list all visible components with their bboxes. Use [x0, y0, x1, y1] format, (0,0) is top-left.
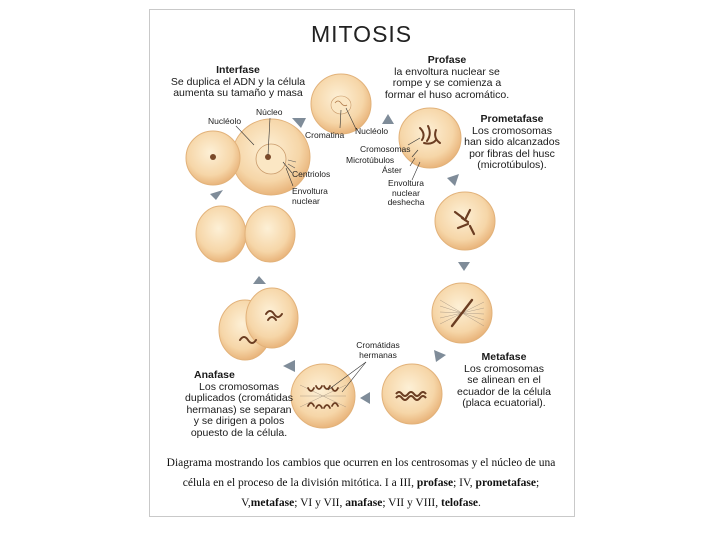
cell-interfase-early — [185, 130, 241, 186]
label-envoltura-nuclear: Envoltura nuclear — [292, 186, 328, 206]
label-nucleo: Núcleo — [256, 107, 283, 117]
phase-metafase-desc-2: se alinean en el — [467, 374, 541, 386]
arrow-2 — [382, 114, 394, 124]
caption-line-2: célula en el proceso de la división mitó… — [153, 473, 569, 493]
arrow-3 — [447, 174, 459, 186]
cell-telofase — [195, 205, 296, 263]
caption-term-telofase: telofase — [440, 497, 479, 509]
label-envoltura-nuclear-2: nuclear — [292, 195, 320, 206]
caption-line-3-g: . — [478, 497, 481, 509]
phase-prometafase: Prometafase Los cromosomas han sido alca… — [460, 113, 564, 172]
caption-line-3: V,metafase; VI y VII, anafase; VII y VII… — [153, 493, 569, 513]
label-cromatina: Cromatina — [305, 130, 345, 140]
phase-metafase-desc-1: Los cromosomas — [464, 362, 544, 375]
cell-interfase — [231, 118, 311, 196]
label-envoltura-nuclear-1: Envoltura — [292, 186, 328, 196]
phase-prometafase-desc-3: por fibras del husc — [469, 147, 555, 160]
arrow-4 — [458, 262, 470, 271]
label-cromosomas: Cromosomas — [360, 144, 411, 154]
label-cromatidas-1: Cromátidas — [356, 340, 400, 350]
cell-profase-early — [310, 73, 372, 135]
phase-profase-desc-3: formar el huso acromático. — [384, 88, 510, 101]
phase-prometafase-desc-1: Los cromosomas — [472, 124, 552, 137]
cell-prometafase — [434, 191, 496, 251]
arrow-9 — [210, 190, 223, 200]
caption-line-2-e: ; — [536, 477, 540, 489]
label-envoltura-deshecha-3: deshecha — [387, 197, 425, 207]
cell-metafase — [381, 363, 443, 425]
leader-lines — [235, 107, 421, 393]
phase-interfase-desc-2: aumenta su tamaño y masa — [173, 87, 303, 99]
phase-profase-desc-1: la envoltura nuclear se — [394, 65, 500, 78]
arrow-8 — [253, 276, 266, 284]
label-envoltura-deshecha: Envoltura nuclear deshecha — [376, 178, 436, 208]
phase-anafase-desc-5: opuesto de la célula. — [190, 426, 288, 439]
caption-line-3-e: ; VII y VIII, — [382, 497, 441, 509]
figure-caption: Diagrama mostrando los cambios que ocurr… — [153, 453, 569, 513]
phase-profase-desc-2: rompe y se comienza a — [392, 77, 502, 89]
label-nucleolo-left: Nucléolo — [208, 116, 242, 126]
cell-anafase-late — [218, 287, 299, 361]
phase-profase: Profase la envoltura nuclear se rompe y … — [384, 54, 510, 101]
label-aster: Áster — [382, 165, 402, 175]
phase-anafase-desc-1: Los cromosomas — [199, 380, 279, 393]
phase-anafase-desc-4: y se dirigen a polos — [193, 415, 285, 427]
phase-metafase-desc-4: (placa ecuatorial). — [462, 397, 546, 409]
arrow-6 — [360, 392, 370, 404]
label-microtubulos: Microtúbulos — [346, 155, 395, 165]
cell-profase — [398, 107, 462, 169]
phase-metafase-desc-3: ecuador de la célula — [457, 385, 551, 398]
caption-term-profase: profase — [416, 477, 454, 489]
arrow-1 — [292, 118, 306, 128]
label-cromatidas-2: hermanas — [359, 349, 397, 360]
cell-anafase — [290, 363, 356, 429]
phase-anafase: Anafase Los cromosomas duplicados (cromá… — [172, 369, 306, 439]
label-envoltura-deshecha-2: nuclear — [392, 187, 420, 198]
caption-line-2-c: ; IV, — [453, 477, 476, 489]
phase-anafase-name: Anafase — [194, 369, 235, 381]
label-cromatidas-hermanas: Cromátidas hermanas — [350, 340, 406, 360]
caption-line-2-a: célula en el proceso de la división mitó… — [182, 477, 417, 489]
phase-prometafase-desc-2: han sido alcanzados — [464, 136, 560, 148]
caption-term-anafase: anafase — [345, 497, 383, 509]
phase-anafase-desc-2: duplicados (cromátidas — [185, 392, 293, 404]
cycle-arrows — [210, 114, 470, 404]
label-centriolos: Centriolos — [292, 169, 331, 179]
arrow-7 — [283, 360, 295, 372]
diagram-title: MITOSIS — [311, 21, 413, 47]
phase-interfase: Interfase Se duplica el ADN y la célula … — [160, 64, 316, 100]
phase-interfase-desc-1: Se duplica el ADN y la célula — [170, 75, 306, 88]
phase-prometafase-name: Prometafase — [480, 113, 544, 125]
label-envoltura-deshecha-1: Envoltura — [388, 178, 424, 188]
phase-interfase-name: Interfase — [216, 64, 260, 76]
phase-metafase: Metafase Los cromosomas se alinean en el… — [452, 351, 556, 410]
phase-anafase-desc-3: hermanas) se separan — [186, 403, 292, 416]
label-nucleolo-right: Nucléolo — [355, 126, 389, 136]
caption-term-metafase: metafase — [250, 497, 295, 509]
phase-prometafase-desc-4: (microtúbulos). — [477, 159, 547, 171]
caption-line-1: Diagrama mostrando los cambios que ocurr… — [166, 457, 556, 469]
cell-metafase-spindle — [431, 282, 493, 344]
caption-line-3-a: V, — [241, 497, 251, 509]
caption-term-prometafase: prometafase — [475, 477, 537, 489]
phase-profase-name: Profase — [427, 54, 467, 66]
caption-line-3-c: ; VI y VII, — [294, 497, 346, 509]
arrow-5 — [434, 350, 446, 362]
phase-metafase-name: Metafase — [481, 351, 527, 363]
